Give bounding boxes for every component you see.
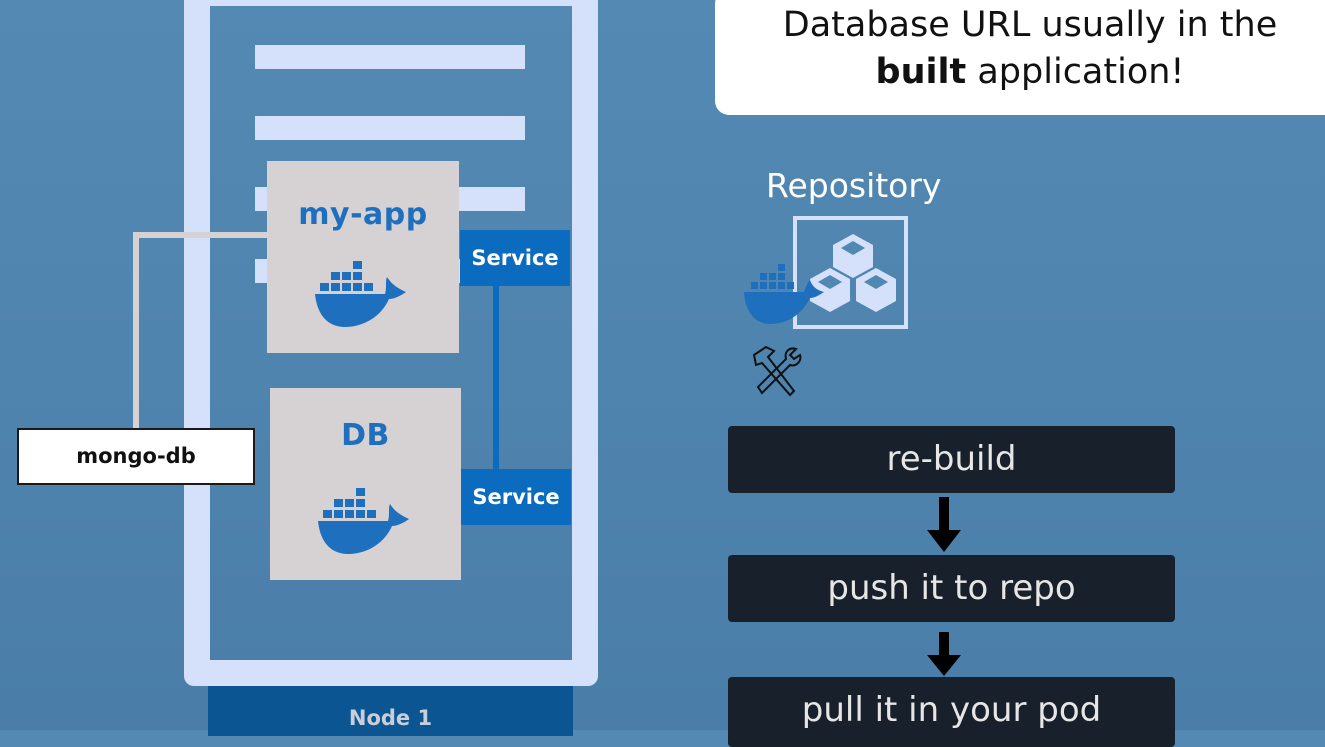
service-my-app[interactable]: Service (460, 230, 570, 286)
arrow-down-icon (926, 497, 962, 557)
docker-whale-icon (744, 262, 824, 332)
docker-whale-icon (317, 486, 414, 566)
pod-my-app[interactable]: my-app (267, 161, 459, 353)
cubes-icon (810, 234, 896, 312)
docker-whale-icon (315, 259, 411, 339)
pod-title: my-app (298, 197, 428, 232)
pod-db[interactable]: DB (270, 388, 461, 580)
step-pull-in-pod: pull it in your pod (728, 677, 1175, 747)
callout-bold-word: built (875, 52, 967, 92)
pod-title: DB (341, 418, 390, 453)
arrow-down-icon (926, 632, 962, 682)
step-push-to-repo: push it to repo (728, 555, 1175, 622)
service-connector (493, 286, 499, 469)
repository-title: Repository (766, 166, 942, 205)
callout-line-2-rest: application! (966, 52, 1185, 92)
config-connector-v (133, 232, 139, 430)
hammer-wrench-icon (748, 343, 804, 403)
step-rebuild: re-build (728, 426, 1175, 493)
node-frame (184, 0, 598, 686)
callout-line-1: Database URL usually in the (782, 5, 1278, 45)
config-connector-h (133, 232, 268, 238)
decor-bar (255, 116, 525, 140)
service-db[interactable]: Service (461, 469, 571, 525)
node-label: Node 1 (208, 686, 573, 736)
configmap-mongo-db[interactable]: mongo-db (17, 428, 255, 485)
callout-line-2: built application! (715, 49, 1325, 96)
callout-note: Database URL usually in the built applic… (715, 0, 1325, 115)
repository-box[interactable] (793, 216, 908, 329)
decor-bar (255, 45, 525, 69)
